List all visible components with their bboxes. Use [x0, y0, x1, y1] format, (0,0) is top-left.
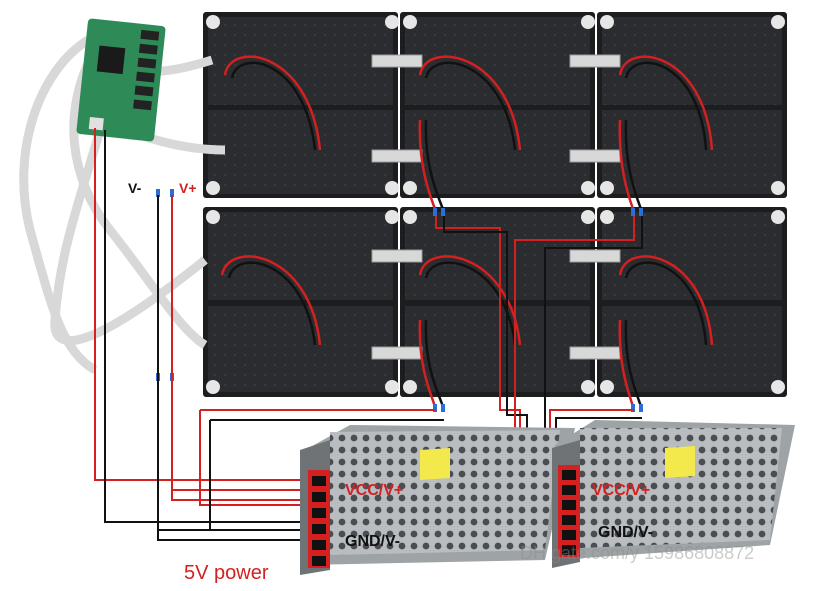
psu2-gnd-label: GND/V-	[598, 524, 654, 541]
led-module-bottom-center	[400, 207, 595, 397]
power-supply-1	[300, 425, 575, 575]
led-module-top-right	[597, 12, 787, 198]
power-caption: 5V power	[184, 562, 269, 584]
controller-card	[19, 18, 226, 374]
led-module-top-left	[203, 12, 398, 198]
power-supply-2	[552, 420, 795, 568]
psu1-gnd-label: GND/V-	[345, 533, 401, 550]
v-minus-label: V-	[128, 180, 142, 196]
psu1-vcc-label: VCC/V+	[345, 482, 404, 499]
led-module-bottom-right	[597, 207, 787, 397]
supply-wiring	[94, 128, 643, 541]
led-panel-grid	[156, 12, 787, 412]
panel-power-leads	[220, 55, 714, 411]
mounting-posts	[206, 15, 785, 394]
watermark: DH gate.com/y 15986808872	[520, 543, 755, 563]
v-plus-label: V+	[179, 180, 197, 196]
psu2-vcc-label: VCC/V+	[592, 482, 651, 499]
led-module-top-center	[400, 12, 595, 198]
led-module-bottom-left	[203, 207, 398, 397]
ribbon-jumpers	[371, 54, 621, 360]
